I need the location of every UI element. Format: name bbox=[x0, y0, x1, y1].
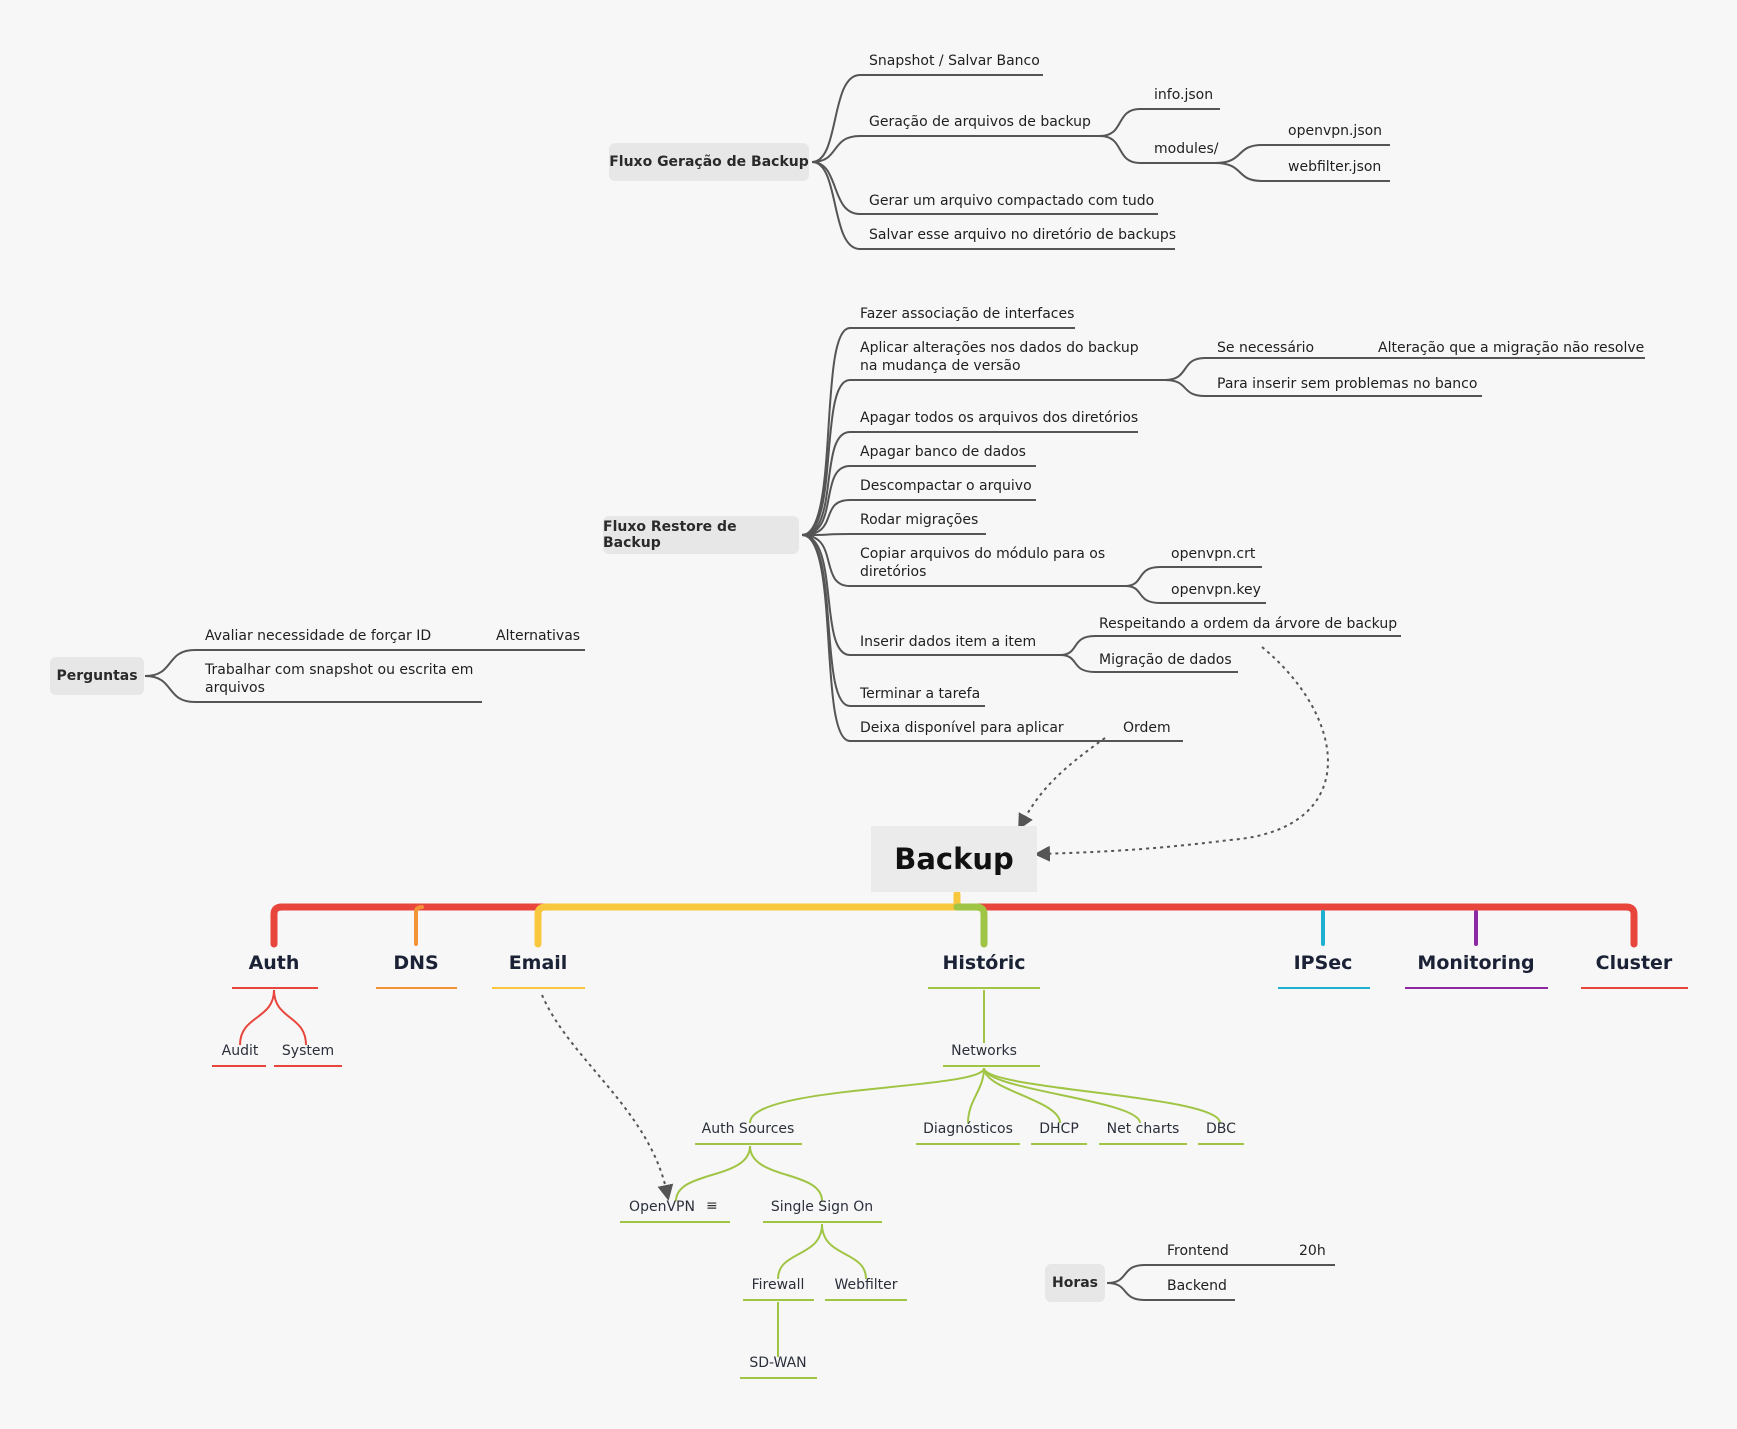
restore-subitem[interactable]: openvpn.crt bbox=[1171, 546, 1256, 562]
root-topic[interactable]: Backup bbox=[871, 826, 1037, 892]
category-dns[interactable]: DNS bbox=[393, 952, 439, 974]
horas-value[interactable]: 20h bbox=[1299, 1243, 1326, 1259]
restore-subitem[interactable]: Se necessário bbox=[1217, 340, 1315, 356]
restore-item[interactable]: Rodar migrações bbox=[860, 512, 979, 528]
geracao-file[interactable]: modules/ bbox=[1154, 141, 1219, 157]
category-historic[interactable]: Históric bbox=[942, 952, 1026, 974]
network-child[interactable]: DHCP bbox=[1039, 1121, 1079, 1137]
geracao-module[interactable]: webfilter.json bbox=[1288, 159, 1382, 175]
restore-item[interactable]: Inserir dados item a item bbox=[860, 634, 1037, 650]
perguntas-item[interactable]: Avaliar necessidade de forçar ID bbox=[205, 628, 432, 644]
geracao-module[interactable]: openvpn.json bbox=[1288, 123, 1383, 139]
note-icon[interactable]: ≡ bbox=[706, 1198, 718, 1214]
restore-subitem[interactable]: Respeitando a ordem da árvore de backup bbox=[1099, 616, 1398, 632]
geracao-item[interactable]: Salvar esse arquivo no diretório de back… bbox=[869, 227, 1177, 243]
auth-sources-child[interactable]: Single Sign On bbox=[770, 1199, 874, 1215]
horas-item[interactable]: Backend bbox=[1167, 1278, 1227, 1294]
category-monitoring[interactable]: Monitoring bbox=[1417, 952, 1535, 974]
restore-item[interactable]: Fazer associação de interfaces bbox=[860, 306, 1075, 322]
sso-child[interactable]: Firewall bbox=[751, 1277, 805, 1293]
geracao-item[interactable]: Gerar um arquivo compactado com tudo bbox=[869, 193, 1155, 209]
auth-child[interactable]: System bbox=[281, 1043, 335, 1059]
category-ipsec[interactable]: IPSec bbox=[1293, 952, 1353, 974]
restore-subitem[interactable]: Para inserir sem problemas no banco bbox=[1217, 376, 1478, 392]
network-child[interactable]: Auth Sources bbox=[701, 1121, 795, 1137]
horas-item[interactable]: Frontend bbox=[1167, 1243, 1229, 1259]
networks-node[interactable]: Networks bbox=[951, 1043, 1017, 1059]
geracao-item[interactable]: Geração de arquivos de backup bbox=[869, 114, 1091, 130]
restore-item[interactable]: Descompactar o arquivo bbox=[860, 478, 1032, 494]
network-child[interactable]: DBC bbox=[1206, 1121, 1236, 1137]
restore-subitem[interactable]: openvpn.key bbox=[1171, 582, 1261, 598]
restore-item[interactable]: Apagar todos os arquivos dos diretórios bbox=[860, 410, 1139, 426]
auth-child[interactable]: Audit bbox=[221, 1043, 259, 1059]
network-child[interactable]: Net charts bbox=[1106, 1121, 1180, 1137]
horas-topic[interactable]: Horas bbox=[1045, 1264, 1105, 1302]
restore-subitem[interactable]: Ordem bbox=[1123, 720, 1171, 736]
sso-child[interactable]: Webfilter bbox=[834, 1277, 898, 1293]
restore-item[interactable]: Deixa disponível para aplicar bbox=[860, 720, 1064, 736]
restore-item[interactable]: Aplicar alterações nos dados do backup n… bbox=[860, 340, 1139, 374]
category-auth[interactable]: Auth bbox=[248, 952, 300, 974]
restore-topic[interactable]: Fluxo Restore de Backup bbox=[603, 516, 799, 554]
restore-subitem[interactable]: Migração de dados bbox=[1099, 652, 1232, 668]
perguntas-subitem[interactable]: Alternativas bbox=[496, 628, 581, 644]
perguntas-topic[interactable]: Perguntas bbox=[50, 657, 144, 695]
restore-item[interactable]: Terminar a tarefa bbox=[860, 686, 981, 702]
restore-subitem[interactable]: Alteração que a migração não resolve bbox=[1378, 340, 1645, 356]
auth-sources-child[interactable]: OpenVPN bbox=[629, 1199, 695, 1215]
network-child[interactable]: Diagnósticos bbox=[923, 1121, 1013, 1137]
category-email[interactable]: Email bbox=[508, 952, 568, 974]
restore-item[interactable]: Copiar arquivos do módulo para os diretó… bbox=[860, 546, 1106, 580]
firewall-child[interactable]: SD-WAN bbox=[749, 1355, 807, 1371]
geracao-item[interactable]: Snapshot / Salvar Banco bbox=[869, 53, 1040, 69]
perguntas-item[interactable]: Trabalhar com snapshot ou escrita em arq… bbox=[205, 662, 474, 696]
geracao-file[interactable]: info.json bbox=[1154, 87, 1214, 103]
restore-item[interactable]: Apagar banco de dados bbox=[860, 444, 1026, 460]
category-cluster[interactable]: Cluster bbox=[1595, 952, 1673, 974]
geracao-topic[interactable]: Fluxo Geração de Backup bbox=[609, 143, 809, 181]
